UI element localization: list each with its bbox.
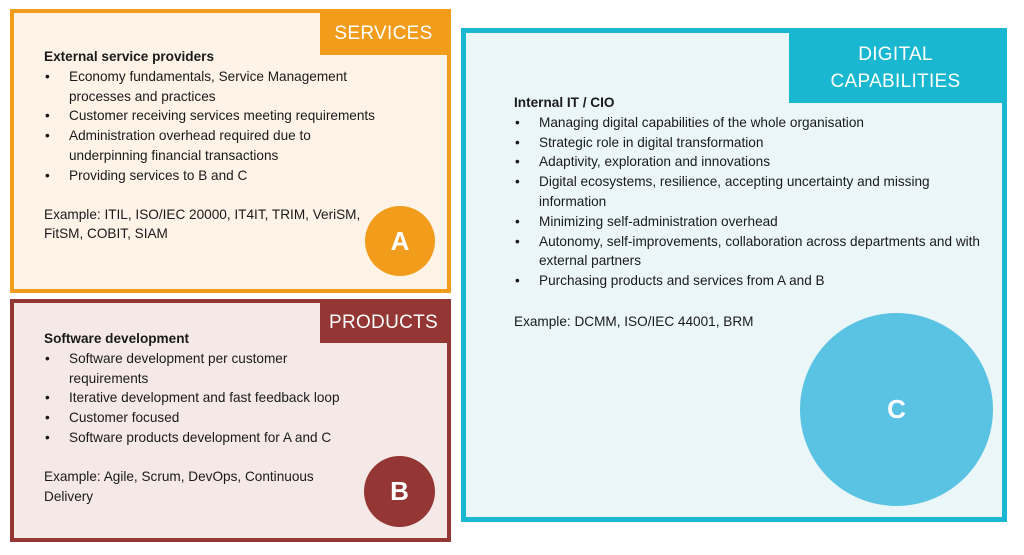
list-item: Software products development for A and … <box>44 428 364 448</box>
products-heading: Software development <box>44 331 190 346</box>
circle-c: C <box>800 313 993 506</box>
digital-example: Example: DCMM, ISO/IEC 44001, BRM <box>514 313 754 329</box>
circle-a: A <box>365 206 435 276</box>
digital-heading: Internal IT / CIO <box>514 95 615 110</box>
list-item: Customer focused <box>44 408 364 428</box>
list-item: Minimizing self-administration overhead <box>514 212 984 232</box>
list-item: Digital ecosystems, resilience, acceptin… <box>514 172 984 212</box>
services-content: External service providers Economy funda… <box>44 47 384 244</box>
products-example: Example: Agile, Scrum, DevOps, Continuou… <box>44 468 314 504</box>
services-box: SERVICES External service providers Econ… <box>10 9 451 293</box>
digital-content: Internal IT / CIO Managing digital capab… <box>514 93 984 332</box>
list-item: Autonomy, self-improvements, collaborati… <box>514 232 984 272</box>
digital-capabilities-tag: DIGITAL CAPABILITIES <box>789 33 1002 103</box>
digital-tag-line1: DIGITAL <box>858 44 933 65</box>
list-item: Strategic role in digital transformation <box>514 133 984 153</box>
list-item: Customer receiving services meeting requ… <box>44 106 384 126</box>
services-list: Economy fundamentals, Service Management… <box>44 67 384 186</box>
list-item: Software development per customer requir… <box>44 349 364 389</box>
digital-tag-line2: CAPABILITIES <box>830 71 961 92</box>
services-tag: SERVICES <box>320 13 447 55</box>
products-tag: PRODUCTS <box>320 303 447 343</box>
products-content: Software development Software developmen… <box>44 329 364 506</box>
digital-list: Managing digital capabilities of the who… <box>514 113 984 291</box>
products-box: PRODUCTS Software development Software d… <box>10 299 451 542</box>
list-item: Adaptivity, exploration and innovations <box>514 152 984 172</box>
products-list: Software development per customer requir… <box>44 349 364 448</box>
list-item: Iterative development and fast feedback … <box>44 388 364 408</box>
list-item: Economy fundamentals, Service Management… <box>44 67 384 107</box>
digital-capabilities-box: DIGITAL CAPABILITIES Internal IT / CIO M… <box>461 28 1007 522</box>
list-item: Managing digital capabilities of the who… <box>514 113 984 133</box>
list-item: Purchasing products and services from A … <box>514 271 984 291</box>
services-example: Example: ITIL, ISO/IEC 20000, IT4IT, TRI… <box>44 206 361 242</box>
circle-b: B <box>364 456 435 527</box>
list-item: Administration overhead required due to … <box>44 126 384 166</box>
services-heading: External service providers <box>44 49 215 64</box>
list-item: Providing services to B and C <box>44 166 384 186</box>
